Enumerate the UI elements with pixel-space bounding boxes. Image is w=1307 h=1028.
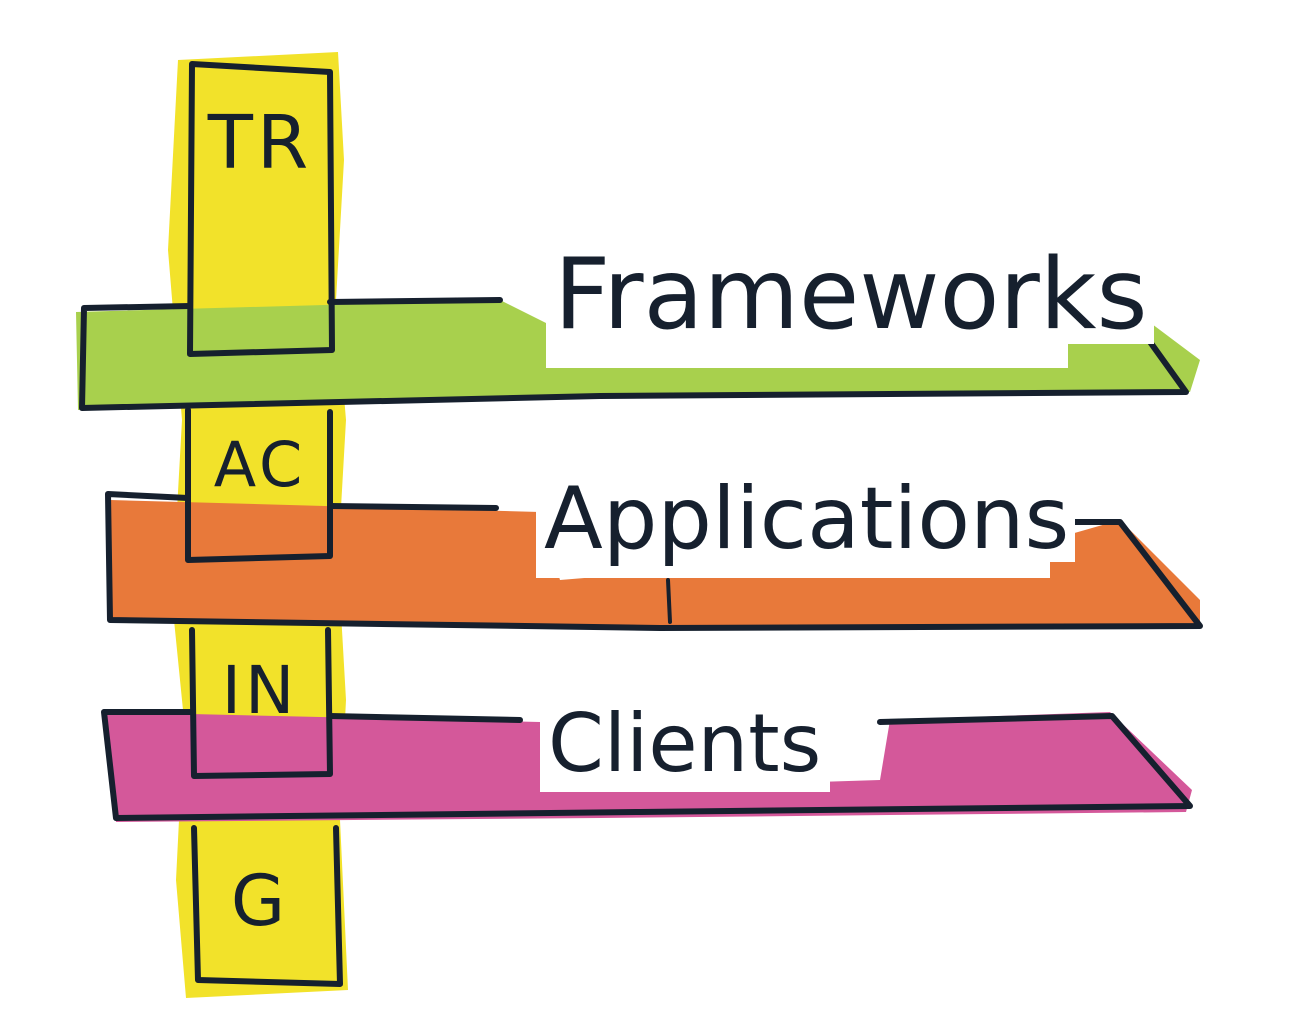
branch-applications-outline (105, 491, 1203, 631)
vertical-letters-tr: TR (207, 100, 313, 186)
vertical-letters-g: G (230, 860, 290, 942)
vertical-bar-outline-top (187, 61, 335, 357)
label-frameworks: Frameworks (548, 246, 1154, 344)
vertical-bar-outline-mid1 (185, 407, 333, 563)
vertical-letters-ac: AC (213, 428, 307, 501)
vertical-bar-outline-bottom (191, 825, 343, 987)
applications-tail (666, 578, 672, 624)
vertical-bar-outline-mid2 (189, 627, 333, 779)
branch-clients-fill (104, 712, 1192, 822)
label-applications: Applications (538, 476, 1076, 562)
vertical-letters-in: IN (221, 652, 299, 729)
label-clients: Clients (542, 704, 828, 784)
branch-applications-fill (110, 500, 1200, 630)
branch-clients-outline (101, 709, 1193, 821)
